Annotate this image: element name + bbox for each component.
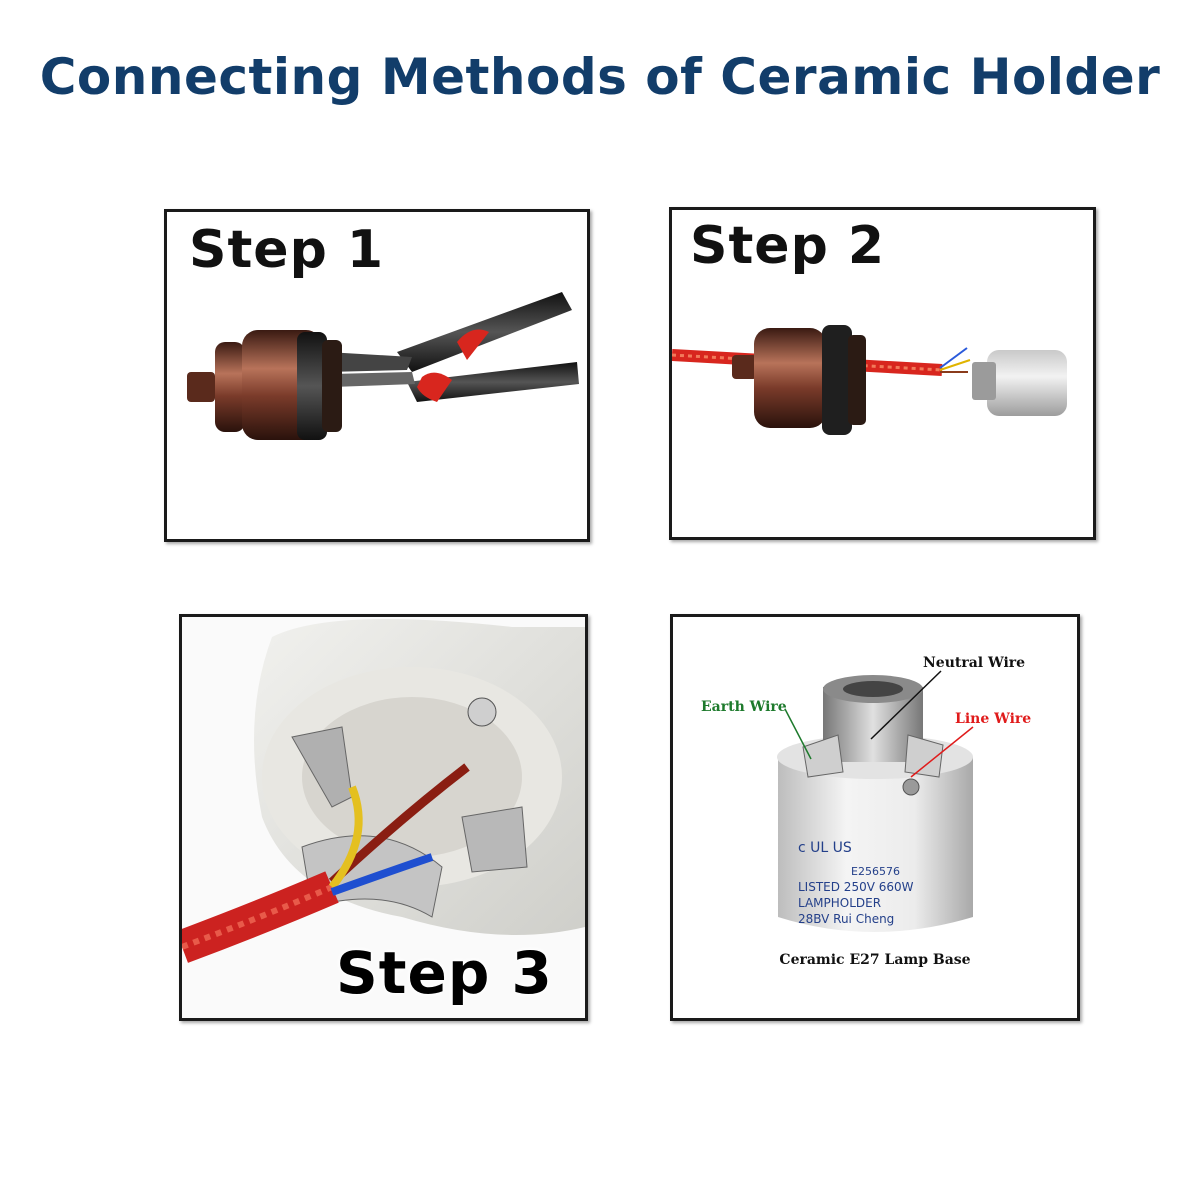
step-2-illustration	[672, 325, 1067, 435]
line-pointer	[910, 726, 974, 778]
step-3-illustration	[182, 617, 585, 1018]
ul-text: c UL US	[798, 840, 852, 856]
step-3-label: Step 3	[336, 939, 553, 1007]
step-1-label: Step 1	[189, 220, 385, 280]
maker-text: 28BV Rui Cheng	[798, 912, 894, 926]
neutral-wire-label: Neutral Wire	[923, 655, 1026, 671]
step-1-illustration	[187, 292, 579, 440]
line-wire-label: Line Wire	[955, 711, 1032, 727]
wiring-diagram-panel: c UL US E256576 LISTED 250V 660W LAMPHOL…	[670, 614, 1080, 1021]
type-text: LAMPHOLDER	[798, 896, 881, 910]
lamp-base-caption: Ceramic E27 Lamp Base	[779, 952, 971, 968]
ceramic-base-illustration: c UL US E256576 LISTED 250V 660W LAMPHOL…	[777, 670, 974, 932]
step-1-panel: Step 1	[164, 209, 590, 542]
earth-wire-label: Earth Wire	[701, 699, 787, 715]
step-3-panel: Step 3	[179, 614, 588, 1021]
earth-pointer	[784, 708, 812, 760]
step-2-label: Step 2	[690, 216, 886, 276]
neutral-pointer	[870, 670, 942, 740]
step-2-panel: Step 2	[669, 207, 1096, 540]
page-title: Connecting Methods of Ceramic Holder	[39, 48, 1161, 106]
cert-code-text: E256576	[851, 865, 900, 878]
rating-text: LISTED 250V 660W	[798, 880, 914, 894]
